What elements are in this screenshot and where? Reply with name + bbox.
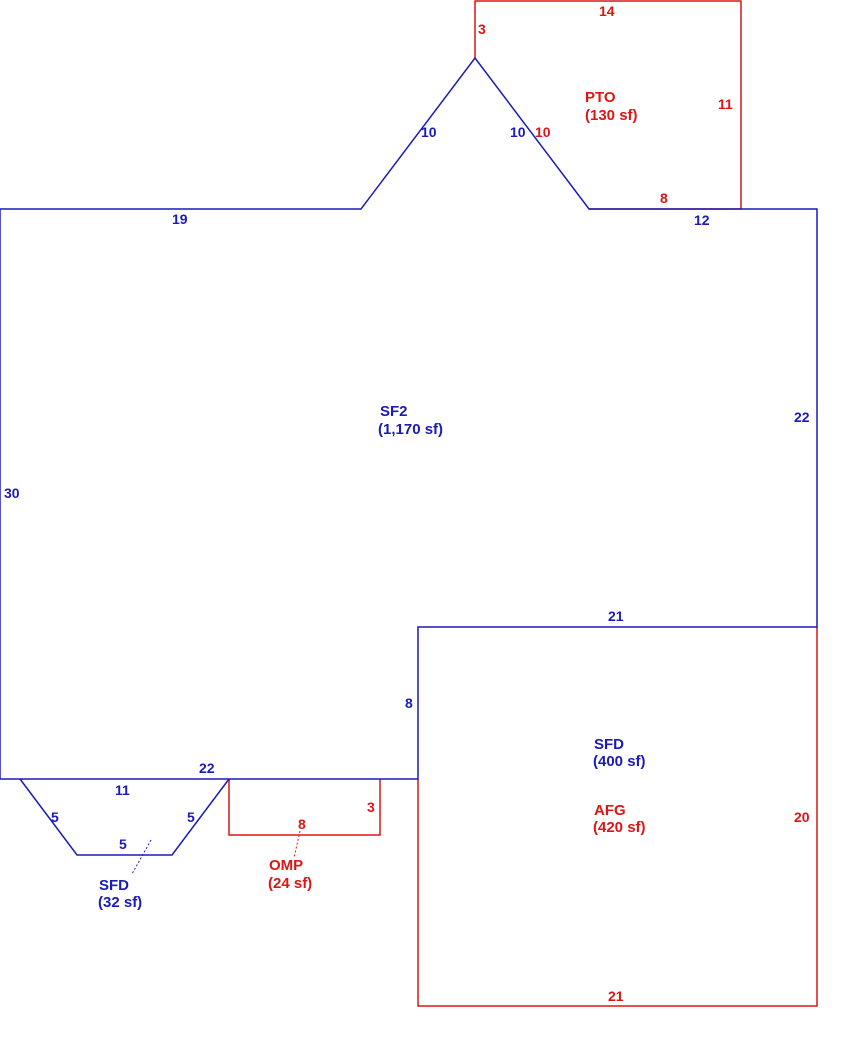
sf2-area: (1,170 sf) bbox=[378, 421, 443, 438]
dim-pto-left: 3 bbox=[478, 21, 486, 37]
sfd-bay-code: SFD bbox=[99, 877, 129, 894]
afg-area: (420 sf) bbox=[593, 819, 646, 836]
dim-afg-right: 20 bbox=[794, 809, 810, 825]
dim-pto-right: 11 bbox=[718, 96, 733, 112]
omp-area: (24 sf) bbox=[268, 875, 312, 892]
omp-code: OMP bbox=[269, 857, 303, 874]
dim-sf2-step-side: 8 bbox=[405, 695, 413, 711]
omp-leader bbox=[293, 830, 301, 859]
dim-afg-bottom: 21 bbox=[608, 988, 624, 1004]
sfd-bay-leader bbox=[131, 839, 152, 875]
dim-sf2-top-right: 12 bbox=[694, 212, 710, 228]
sfd-bay-outline bbox=[19, 778, 230, 856]
sfd-garage-area: (400 sf) bbox=[593, 753, 646, 770]
dim-bay-top: 11 bbox=[115, 782, 130, 798]
pto-code: PTO bbox=[585, 89, 616, 106]
dim-bay-bottom: 5 bbox=[119, 836, 127, 852]
dim-pto-diag: 10 bbox=[535, 124, 551, 140]
sf2-outline bbox=[0, 56, 818, 780]
dim-pto-bottom: 8 bbox=[660, 190, 668, 206]
sf2-code: SF2 bbox=[380, 403, 408, 420]
dim-sf2-step-top: 21 bbox=[608, 608, 624, 624]
dim-pto-top: 14 bbox=[599, 3, 615, 19]
dim-sf2-right: 22 bbox=[794, 409, 810, 425]
dim-sf2-gable-left: 10 bbox=[421, 124, 437, 140]
dim-sf2-left: 30 bbox=[4, 485, 20, 501]
dim-sf2-bottom: 22 bbox=[199, 760, 215, 776]
afg-outline bbox=[417, 627, 818, 1007]
afg-code: AFG bbox=[594, 802, 626, 819]
dim-omp-right: 3 bbox=[367, 799, 375, 815]
sfd-bay-area: (32 sf) bbox=[98, 894, 142, 911]
pto-area: (130 sf) bbox=[585, 107, 638, 124]
dim-omp-bottom: 8 bbox=[298, 816, 306, 832]
dim-sf2-gable-right: 10 bbox=[510, 124, 526, 140]
dim-sf2-top-left: 19 bbox=[172, 211, 188, 227]
dim-bay-right: 5 bbox=[187, 809, 195, 825]
sfd-garage-code: SFD bbox=[594, 736, 624, 753]
omp-outline bbox=[228, 779, 381, 836]
dim-bay-left: 5 bbox=[51, 809, 59, 825]
